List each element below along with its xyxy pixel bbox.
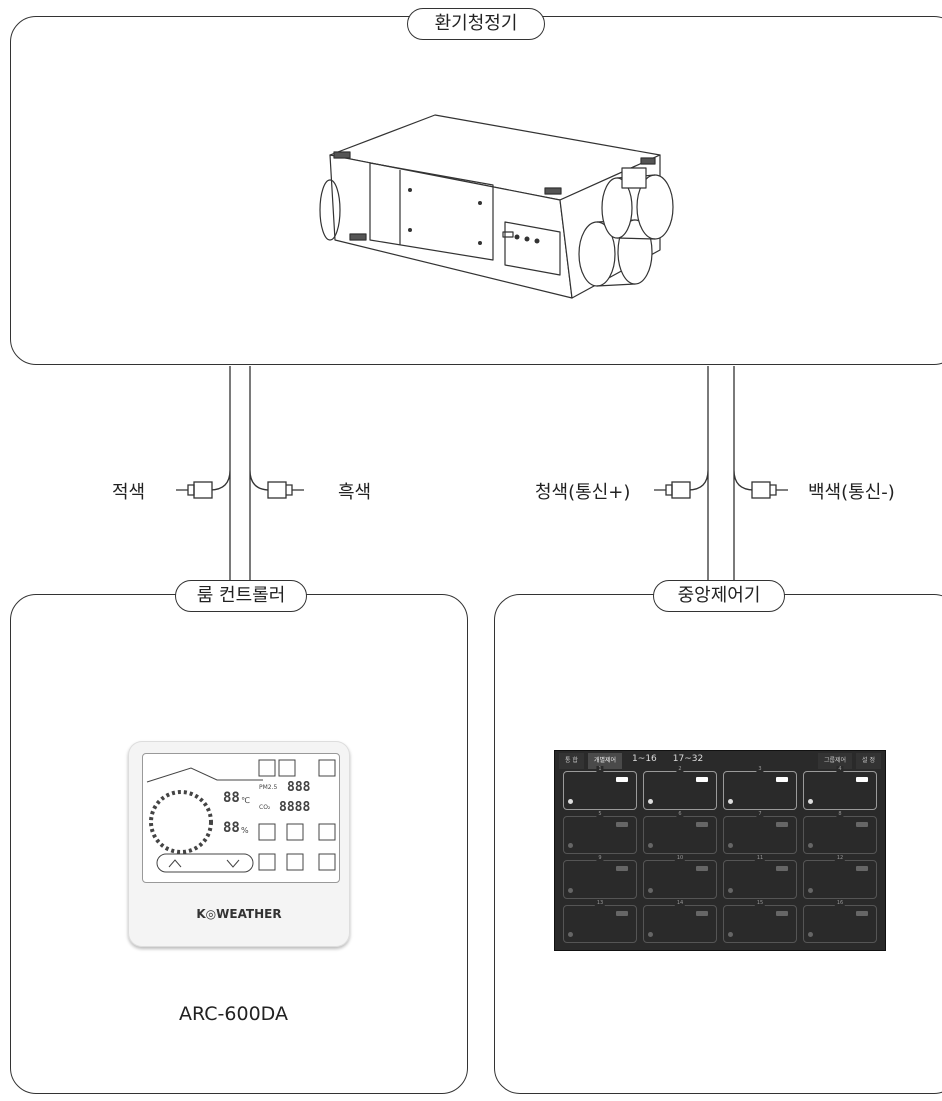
zone-card[interactable]: 14	[643, 899, 717, 943]
zone-badge	[696, 777, 708, 782]
zone-status-icon	[808, 887, 813, 893]
zone-badge	[776, 866, 788, 871]
zone-number: 1	[596, 766, 604, 772]
zone-badge	[776, 777, 788, 782]
wire-label-blue: 청색(통신+)	[535, 482, 631, 503]
zone-card[interactable]: 9	[563, 855, 637, 899]
pm-label: PM2.5	[259, 784, 278, 791]
zone-number: 13	[594, 899, 606, 906]
zone-badge	[696, 866, 708, 871]
hum-unit: %	[241, 826, 249, 835]
zone-card[interactable]: 11	[723, 855, 797, 899]
zone-card[interactable]: 2	[643, 766, 717, 810]
wire-left-red	[200, 366, 231, 582]
hum-display: 88	[223, 820, 240, 836]
zone-number: 12	[834, 855, 846, 861]
zone-number: 8	[836, 810, 844, 817]
zone-status-icon	[568, 798, 573, 804]
wire-left-black	[249, 366, 280, 582]
zone-number: 10	[674, 855, 686, 861]
tab-17-32[interactable]: 17~32	[672, 754, 704, 764]
zone-status-icon	[568, 843, 573, 848]
zone-card[interactable]: 10	[643, 855, 717, 899]
tab-settings[interactable]: 설 정	[856, 753, 881, 769]
zone-card[interactable]: 6	[643, 810, 717, 854]
zone-number: 3	[756, 766, 764, 772]
zone-card[interactable]: 5	[563, 810, 637, 854]
room-controller-device: 88 ℃ 88 % PM2.5 888 CO₂ 8888 K◎WEATHER	[128, 741, 350, 947]
zone-card[interactable]: 13	[563, 899, 637, 943]
central-controller-title-pill: 중앙제어기	[653, 580, 785, 612]
zone-card[interactable]: 8	[803, 810, 877, 854]
zone-status-icon	[568, 932, 573, 937]
zone-badge	[616, 866, 628, 871]
room-controller-model: ARC-600DA	[179, 1003, 288, 1025]
zone-status-icon	[808, 798, 813, 804]
zone-status-icon	[648, 798, 653, 804]
zone-status-icon	[808, 932, 813, 937]
pm-display: 888	[287, 780, 311, 795]
zone-status-icon	[568, 887, 573, 893]
zone-status-icon	[728, 932, 733, 937]
tab-integrated[interactable]: 통 합	[559, 753, 584, 769]
zone-card[interactable]: 12	[803, 855, 877, 899]
zone-number: 2	[676, 766, 684, 772]
zone-badge	[616, 821, 628, 827]
zone-status-icon	[648, 843, 653, 848]
screen-right-tabs: 그룹제어 설 정	[817, 753, 881, 769]
tab-1-16[interactable]: 1~16	[632, 754, 657, 764]
zone-status-icon	[728, 887, 733, 893]
zone-badge	[616, 777, 628, 782]
wire-right-white	[733, 366, 764, 582]
zone-badge	[856, 777, 868, 782]
zone-number: 14	[674, 899, 686, 906]
zone-number: 11	[754, 855, 766, 861]
zone-badge	[856, 866, 868, 871]
zone-card[interactable]: 15	[723, 899, 797, 943]
zone-status-icon	[728, 798, 733, 804]
zone-number: 7	[756, 810, 764, 817]
zone-badge	[616, 910, 628, 916]
zone-number: 5	[596, 810, 604, 817]
zone-card[interactable]: 7	[723, 810, 797, 854]
zone-status-icon	[728, 843, 733, 848]
zone-card[interactable]: 1	[563, 766, 637, 810]
controller-brand: K◎WEATHER	[196, 907, 282, 921]
zone-card[interactable]: 16	[803, 899, 877, 943]
controller-screen-graphics	[146, 759, 336, 873]
zone-status-icon	[648, 932, 653, 937]
zone-badge	[776, 910, 788, 916]
wire-right-blue	[678, 366, 709, 582]
temp-display: 88	[223, 790, 240, 806]
zone-number: 6	[676, 810, 684, 817]
tab-individual[interactable]: 개별제어	[587, 753, 623, 769]
room-controller-title-pill: 룸 컨트롤러	[175, 580, 307, 612]
zone-status-icon	[648, 887, 653, 893]
screen-tabs: 통 합 개별제어 1~16 17~32	[559, 753, 709, 769]
tab-group[interactable]: 그룹제어	[817, 753, 853, 769]
co2-display: 8888	[279, 800, 311, 815]
zone-badge	[856, 821, 868, 827]
temp-unit: ℃	[241, 796, 250, 805]
controller-screen: 88 ℃ 88 % PM2.5 888 CO₂ 8888	[142, 753, 340, 883]
zone-number: 15	[754, 899, 766, 906]
wire-label-white: 백색(통신-)	[808, 482, 895, 503]
zone-number: 16	[834, 899, 846, 906]
zone-badge	[696, 821, 708, 827]
unit-title-pill: 환기청정기	[407, 8, 545, 40]
zone-badge	[696, 910, 708, 916]
zone-status-icon	[808, 843, 813, 848]
zone-card[interactable]: 3	[723, 766, 797, 810]
zone-badge	[776, 821, 788, 827]
zone-card[interactable]: 4	[803, 766, 877, 810]
zone-number: 4	[836, 766, 844, 772]
wire-label-black: 흑색	[338, 482, 372, 503]
co2-label: CO₂	[259, 804, 271, 811]
wire-label-red: 적색	[112, 482, 146, 503]
zone-number: 9	[596, 855, 604, 861]
zone-badge	[856, 910, 868, 916]
